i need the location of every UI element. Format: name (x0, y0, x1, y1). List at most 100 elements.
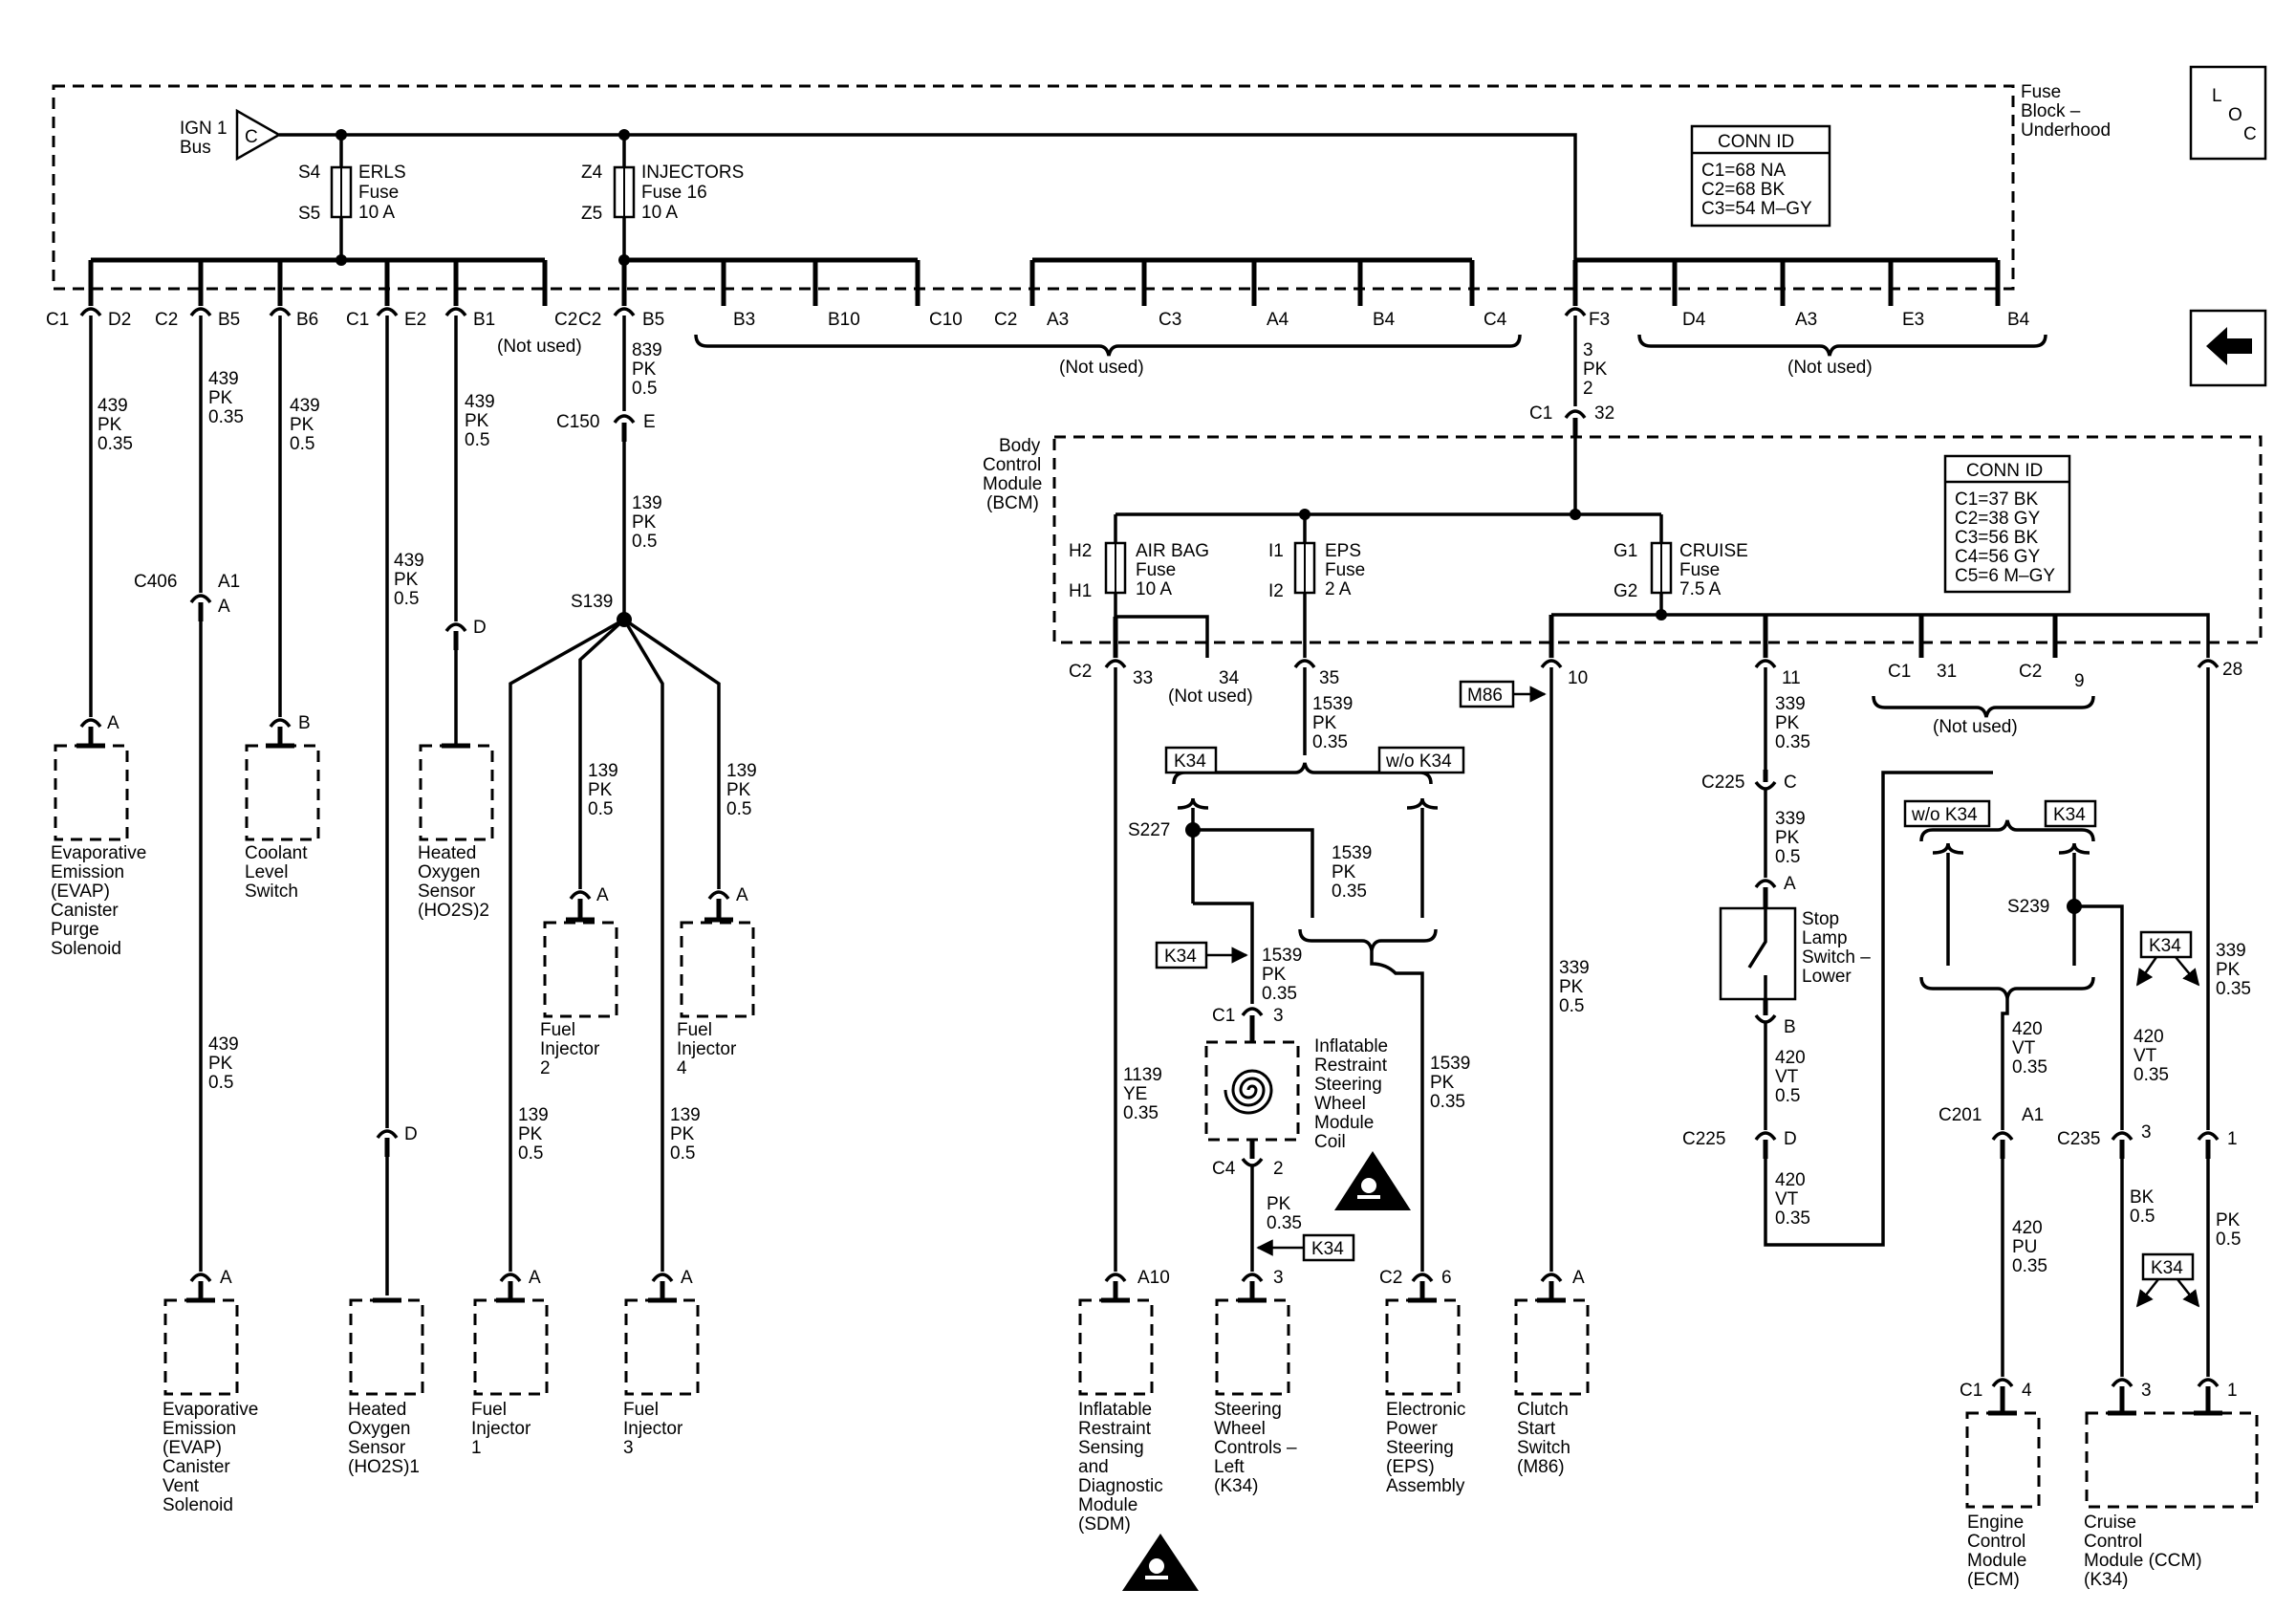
svg-text:3: 3 (1273, 1268, 1284, 1288)
back-arrow-icon[interactable] (2189, 309, 2267, 387)
svg-text:0.35: 0.35 (208, 407, 244, 427)
svg-text:Control: Control (2084, 1532, 2142, 1552)
svg-text:ERLS: ERLS (358, 163, 406, 183)
svg-text:C4=56 GY: C4=56 GY (1955, 547, 2041, 567)
svg-text:Fuel: Fuel (623, 1400, 659, 1420)
s139-splice: S139 (571, 592, 613, 612)
svg-text:0.35: 0.35 (1775, 732, 1810, 752)
svg-text:PK: PK (518, 1124, 543, 1144)
svg-text:0.5: 0.5 (2130, 1207, 2155, 1227)
svg-text:Injector: Injector (471, 1419, 531, 1439)
svg-text:Fuse 16: Fuse 16 (641, 183, 707, 203)
injectors-fuse: Z4 Z5 INJECTORS Fuse 16 10 A (581, 135, 744, 260)
svg-text:0.35: 0.35 (97, 434, 133, 454)
svg-text:Module: Module (1967, 1551, 2026, 1571)
svg-text:Fuse: Fuse (1136, 560, 1176, 580)
svg-text:Fuse: Fuse (2021, 82, 2061, 102)
s227-splice: S227 (1128, 820, 1170, 840)
svg-text:PK: PK (394, 570, 419, 590)
svg-text:VT: VT (1775, 1189, 1799, 1209)
svg-text:Stop: Stop (1802, 909, 1839, 929)
location-icon[interactable]: L O C (2189, 65, 2267, 161)
conn-id-table-bcm: CONN ID C1=37 BK C2=38 GY C3=56 BK C4=56… (1943, 454, 2071, 594)
svg-text:(EVAP): (EVAP) (51, 882, 110, 902)
svg-text:PK: PK (1775, 828, 1800, 848)
svg-text:D4: D4 (1682, 310, 1706, 330)
svg-text:Module: Module (1078, 1495, 1137, 1515)
svg-text:Control: Control (1967, 1532, 2025, 1552)
svg-text:Controls –: Controls – (1214, 1438, 1297, 1458)
svg-text:A: A (220, 1268, 232, 1288)
s239-splice: S239 (2007, 897, 2049, 917)
svg-text:Wheel: Wheel (1214, 1419, 1266, 1439)
svg-text:and: and (1078, 1457, 1109, 1477)
erls-fuse: S4 S5 ERLS Fuse 10 A (298, 135, 406, 260)
svg-text:Canister: Canister (162, 1457, 230, 1477)
pin-label: D (404, 1124, 418, 1144)
svg-text:Switch: Switch (245, 882, 298, 902)
steering-wheel-controls: 3 Steering Wheel Controls – Left (K34) (1214, 1268, 1297, 1496)
svg-text:Block –: Block – (2021, 101, 2081, 121)
c150-connector: C150 E (556, 412, 656, 442)
svg-text:0.35: 0.35 (2012, 1057, 2047, 1078)
k34-option-box: K34 (2141, 1252, 2195, 1281)
fuel-injector-1: A Fuel Injector 1 (471, 1268, 549, 1458)
svg-text:Steering: Steering (1314, 1075, 1382, 1095)
svg-text:439: 439 (465, 392, 495, 412)
not-used-label: (Not used) (1168, 686, 1253, 707)
svg-text:A: A (529, 1268, 541, 1288)
svg-text:Fuse: Fuse (1325, 560, 1365, 580)
svg-text:0.5: 0.5 (632, 532, 657, 552)
svg-text:C4: C4 (1484, 310, 1507, 330)
c201-connector: C201 A1 (1939, 1105, 2044, 1159)
svg-text:10 A: 10 A (641, 203, 678, 223)
ccm-module: 3 1 Cruise Control Module (CCM) (K34) (2084, 1378, 2259, 1590)
fuel-injector-2: A Fuel Injector 2 (540, 885, 618, 1078)
svg-text:Steering: Steering (1386, 1438, 1454, 1458)
svg-text:439: 439 (394, 551, 424, 571)
airbag-warning-icon (1334, 1151, 1411, 1210)
svg-text:(M86): (M86) (1517, 1457, 1565, 1477)
svg-text:AIR BAG: AIR BAG (1136, 541, 1209, 561)
svg-text:I1: I1 (1268, 541, 1284, 561)
wire-label: PK0.5 (2216, 1210, 2241, 1250)
svg-text:10 A: 10 A (358, 203, 395, 223)
eps-assembly: C2 6 Electronic Power Steering (EPS) Ass… (1379, 1268, 1465, 1496)
svg-text:Heated: Heated (418, 843, 476, 863)
svg-text:B5: B5 (218, 310, 240, 330)
svg-text:C2: C2 (994, 310, 1017, 330)
coil-conn-c4: C4 (1212, 1159, 1236, 1179)
svg-text:CONN ID: CONN ID (1718, 132, 1794, 152)
svg-text:C1: C1 (1960, 1381, 1982, 1401)
svg-text:339: 339 (1775, 809, 1806, 829)
svg-text:Fuel: Fuel (677, 1020, 712, 1040)
svg-text:Restraint: Restraint (1078, 1419, 1152, 1439)
svg-text:Assembly: Assembly (1386, 1476, 1465, 1496)
svg-text:0.5: 0.5 (518, 1143, 543, 1164)
svg-text:B5: B5 (642, 310, 664, 330)
airbag-fuse: H2 H1 AIR BAG Fuse 10 A (1069, 514, 1209, 601)
svg-text:34: 34 (1219, 668, 1240, 688)
svg-text:7.5 A: 7.5 A (1679, 579, 1722, 599)
bcm-input-pin: 32 (1594, 403, 1614, 424)
svg-text:(EVAP): (EVAP) (162, 1438, 222, 1458)
svg-text:E: E (643, 412, 656, 432)
svg-text:Steering: Steering (1214, 1400, 1282, 1420)
svg-text:Evaporative: Evaporative (162, 1400, 258, 1420)
svg-text:9: 9 (2074, 671, 2085, 691)
svg-text:Bus: Bus (180, 138, 211, 158)
svg-text:K34: K34 (2149, 936, 2181, 956)
svg-text:C2: C2 (2019, 662, 2042, 682)
svg-text:CONN ID: CONN ID (1966, 461, 2043, 481)
svg-text:Vent: Vent (162, 1476, 200, 1496)
svg-text:Underhood: Underhood (2021, 120, 2111, 141)
svg-text:Switch: Switch (1517, 1438, 1570, 1458)
wire-label: BK0.5 (2130, 1187, 2155, 1227)
svg-text:C201: C201 (1939, 1105, 1982, 1125)
svg-text:Cruise: Cruise (2084, 1513, 2136, 1533)
